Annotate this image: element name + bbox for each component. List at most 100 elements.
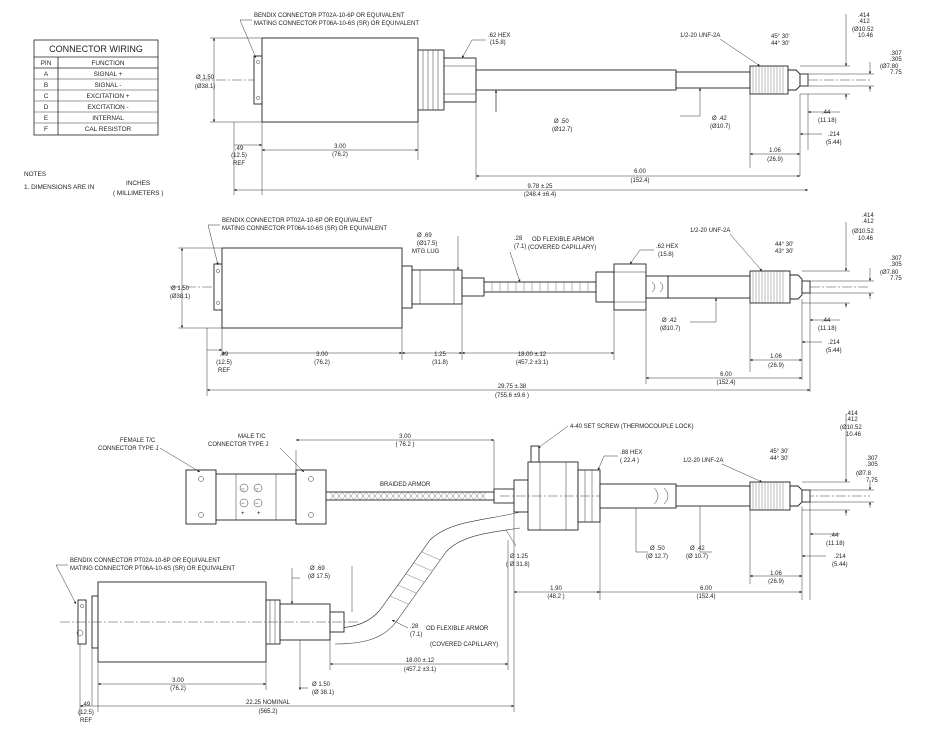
svg-text:(Ø10.52: (Ø10.52: [840, 425, 862, 431]
wiring-table-title: CONNECTOR WIRING: [49, 44, 143, 54]
male-tc-label: MALE T/C: [238, 434, 266, 440]
svg-text:+: +: [257, 511, 261, 517]
svg-text:(Ø 17.5): (Ø 17.5): [308, 574, 330, 580]
notes-line1: 1. DIMENSIONS ARE IN: [24, 184, 95, 191]
wiring-col-pin: PIN: [41, 60, 52, 67]
svg-text:REF: REF: [218, 368, 230, 374]
svg-text:(152.4): (152.4): [716, 380, 735, 386]
svg-text:REF: REF: [233, 161, 245, 167]
svg-text:MATING CONNECTOR PT06A-10-6S: MATING CONNECTOR PT06A-10-6S (SR) OR EQU…: [222, 226, 387, 232]
svg-text:(76.2): (76.2): [314, 360, 330, 366]
svg-text:.307: .307: [890, 51, 902, 57]
svg-text:Ø 1.25: Ø 1.25: [510, 554, 529, 560]
wiring-pin-d: D: [44, 104, 49, 111]
svg-text:(Ø38.1): (Ø38.1): [195, 84, 215, 90]
svg-text:(Ø 10.7): (Ø 10.7): [686, 554, 708, 560]
svg-text:(26.9): (26.9): [768, 363, 784, 369]
svg-text:Ø .69: Ø .69: [310, 566, 325, 572]
svg-text:MATING CONNECTOR PT06A-10-6S: MATING CONNECTOR PT06A-10-6S (SR) OR EQU…: [70, 566, 235, 572]
notes-unit-mm: ( MILLIMETERS ): [113, 190, 163, 197]
fig3-flex-armor: [334, 511, 521, 629]
svg-text:.307: .307: [866, 456, 878, 462]
svg-text:1.06: 1.06: [769, 148, 781, 154]
svg-text:1.25: 1.25: [434, 352, 446, 358]
svg-text:1/2-20 UNF-2A: 1/2-20 UNF-2A: [690, 228, 730, 234]
wiring-fn-e: INTERNAL: [92, 115, 124, 122]
svg-text:1.06: 1.06: [770, 571, 782, 577]
svg-text:10.46: 10.46: [846, 432, 862, 438]
svg-text:(5.44): (5.44): [826, 348, 842, 354]
fig2-bendix-label: BENDIX CONNECTOR PT02A-10-6P OR EQUIVALE…: [222, 218, 373, 224]
svg-text:9.78 ±.25: 9.78 ±.25: [528, 184, 554, 190]
svg-text:(11.18): (11.18): [818, 326, 837, 332]
svg-text:.214: .214: [828, 340, 840, 346]
svg-text:3.00: 3.00: [334, 144, 346, 150]
svg-text:6.00: 6.00: [700, 586, 712, 592]
svg-text:3.00: 3.00: [316, 352, 328, 358]
svg-text:(5.44): (5.44): [826, 140, 842, 146]
svg-text:(26.9): (26.9): [767, 157, 783, 163]
svg-text:6.00: 6.00: [634, 169, 646, 175]
svg-text:44° 30': 44° 30': [775, 242, 794, 248]
svg-text:+: +: [241, 511, 245, 517]
svg-text:43° 30': 43° 30': [775, 249, 794, 255]
svg-text:(755.6 ±9.6 ): (755.6 ±9.6 ): [495, 393, 529, 399]
fig1-hex-label: .62 HEX: [488, 33, 510, 39]
svg-text:Ø .50: Ø .50: [650, 546, 665, 552]
fig2-housing: [221, 247, 403, 329]
svg-text:(Ø12.7): (Ø12.7): [552, 127, 572, 133]
wiring-fn-a: SIGNAL +: [94, 71, 123, 78]
svg-text:(11.18): (11.18): [826, 541, 845, 547]
braided-armor-label: BRAIDED ARMOR: [380, 482, 431, 488]
svg-text:( Ø 31.8): ( Ø 31.8): [506, 562, 530, 568]
svg-text:.49: .49: [235, 146, 244, 152]
svg-text:(7.1): (7.1): [514, 244, 526, 250]
svg-text:OD FLEXIBLE ARMOR: OD FLEXIBLE ARMOR: [426, 626, 489, 632]
svg-text:CONNECTOR TYPE J: CONNECTOR TYPE J: [98, 446, 158, 452]
svg-text:Ø 1.50: Ø 1.50: [312, 682, 331, 688]
svg-text:44° 30': 44° 30': [771, 41, 790, 47]
svg-text:(Ø10.52: (Ø10.52: [852, 229, 874, 235]
tc-connector-body: [215, 473, 297, 521]
svg-text:(5.44): (5.44): [832, 562, 848, 568]
fig1-mating-label: MATING CONNECTOR PT06A-10-6S (SR) OR EQU…: [254, 21, 419, 27]
svg-text:44° 30': 44° 30': [770, 456, 789, 462]
svg-text:CONNECTOR TYPE J: CONNECTOR TYPE J: [208, 442, 268, 448]
svg-text:10.46: 10.46: [858, 236, 874, 242]
svg-text:.414: .414: [858, 13, 870, 19]
svg-text:.412: .412: [862, 219, 874, 225]
wiring-fn-d: EXCITATION -: [87, 104, 128, 111]
figure-3-thermocouple-probe: ○ ○ − − + +: [55, 411, 878, 724]
wiring-fn-c: EXCITATION +: [87, 93, 130, 100]
connector-face: [253, 55, 263, 105]
svg-text:(12.5): (12.5): [231, 153, 247, 159]
svg-text:.412: .412: [846, 417, 858, 423]
svg-text:.412: .412: [858, 19, 870, 25]
svg-text:3.00: 3.00: [399, 434, 411, 440]
fig3-bendix-label: BENDIX CONNECTOR PT02A-10-6P OR EQUIVALE…: [70, 558, 221, 564]
wiring-fn-f: CAL RESISTOR: [85, 126, 132, 133]
svg-text:(12.5): (12.5): [78, 710, 94, 716]
svg-text:(Ø 12.7): (Ø 12.7): [646, 554, 668, 560]
svg-text:3.00: 3.00: [172, 678, 184, 684]
svg-text:MTG LUG: MTG LUG: [412, 249, 440, 255]
svg-text:.305: .305: [890, 57, 902, 63]
svg-text:OD FLEXIBLE ARMOR: OD FLEXIBLE ARMOR: [532, 237, 595, 243]
svg-text:(12.5): (12.5): [216, 360, 232, 366]
notes-title: NOTES: [24, 171, 46, 178]
female-tc-connector: [185, 469, 217, 525]
svg-text:Ø .42: Ø .42: [712, 116, 727, 122]
svg-text:.88 HEX: .88 HEX: [620, 450, 642, 456]
svg-text:.414: .414: [846, 411, 858, 417]
svg-text:(11.18): (11.18): [818, 118, 837, 124]
female-tc-label: FEMALE T/C: [120, 438, 156, 444]
fig2-hex: [613, 263, 647, 311]
svg-text:.44: .44: [822, 318, 831, 324]
svg-text:.28: .28: [514, 236, 523, 242]
svg-text:(Ø10.7): (Ø10.7): [660, 326, 680, 332]
svg-text:10.46: 10.46: [858, 33, 874, 39]
notes-block: NOTES 1. DIMENSIONS ARE IN INCHES ( MILL…: [24, 171, 163, 197]
svg-text:(457.2 ±3.1): (457.2 ±3.1): [516, 360, 548, 366]
svg-text:18.00 ±.12: 18.00 ±.12: [518, 352, 547, 358]
